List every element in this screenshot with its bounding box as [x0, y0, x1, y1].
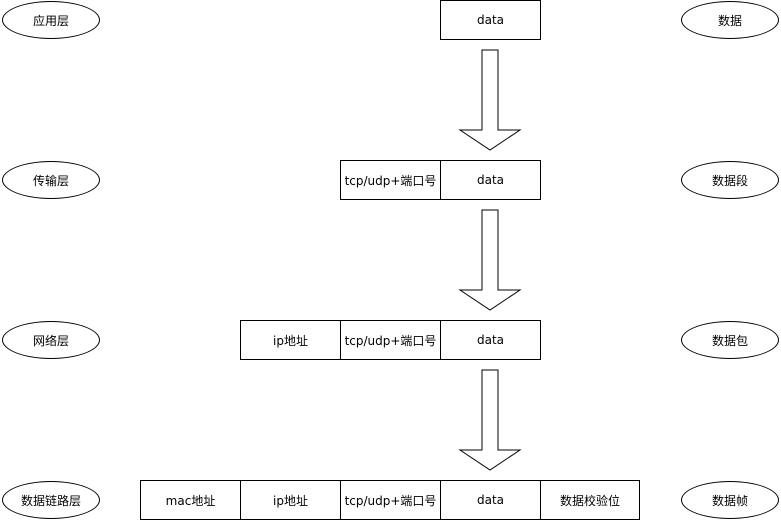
field-data-network: data [440, 320, 541, 360]
arrow-down-2 [458, 209, 522, 311]
arrow-down-1 [458, 49, 522, 151]
arrow-down-3 [458, 369, 522, 471]
field-port-transport: tcp/udp+端口号 [340, 160, 441, 200]
field-data-datalink: data [440, 480, 541, 520]
layer-application: 应用层 [2, 1, 100, 39]
field-ip-network: ip地址 [240, 320, 341, 360]
field-port-datalink: tcp/udp+端口号 [340, 480, 441, 520]
unit-network: 数据包 [681, 321, 779, 359]
layer-datalink: 数据链路层 [2, 481, 100, 519]
field-ip-datalink: ip地址 [240, 480, 341, 520]
field-data-transport: data [440, 160, 541, 200]
layer-network: 网络层 [2, 321, 100, 359]
unit-transport: 数据段 [681, 161, 779, 199]
layer-transport: 传输层 [2, 161, 100, 199]
unit-application: 数据 [681, 1, 779, 39]
field-data-app: data [440, 0, 541, 40]
unit-datalink: 数据帧 [681, 481, 779, 519]
field-port-network: tcp/udp+端口号 [340, 320, 441, 360]
field-checksum-datalink: 数据校验位 [540, 480, 640, 520]
